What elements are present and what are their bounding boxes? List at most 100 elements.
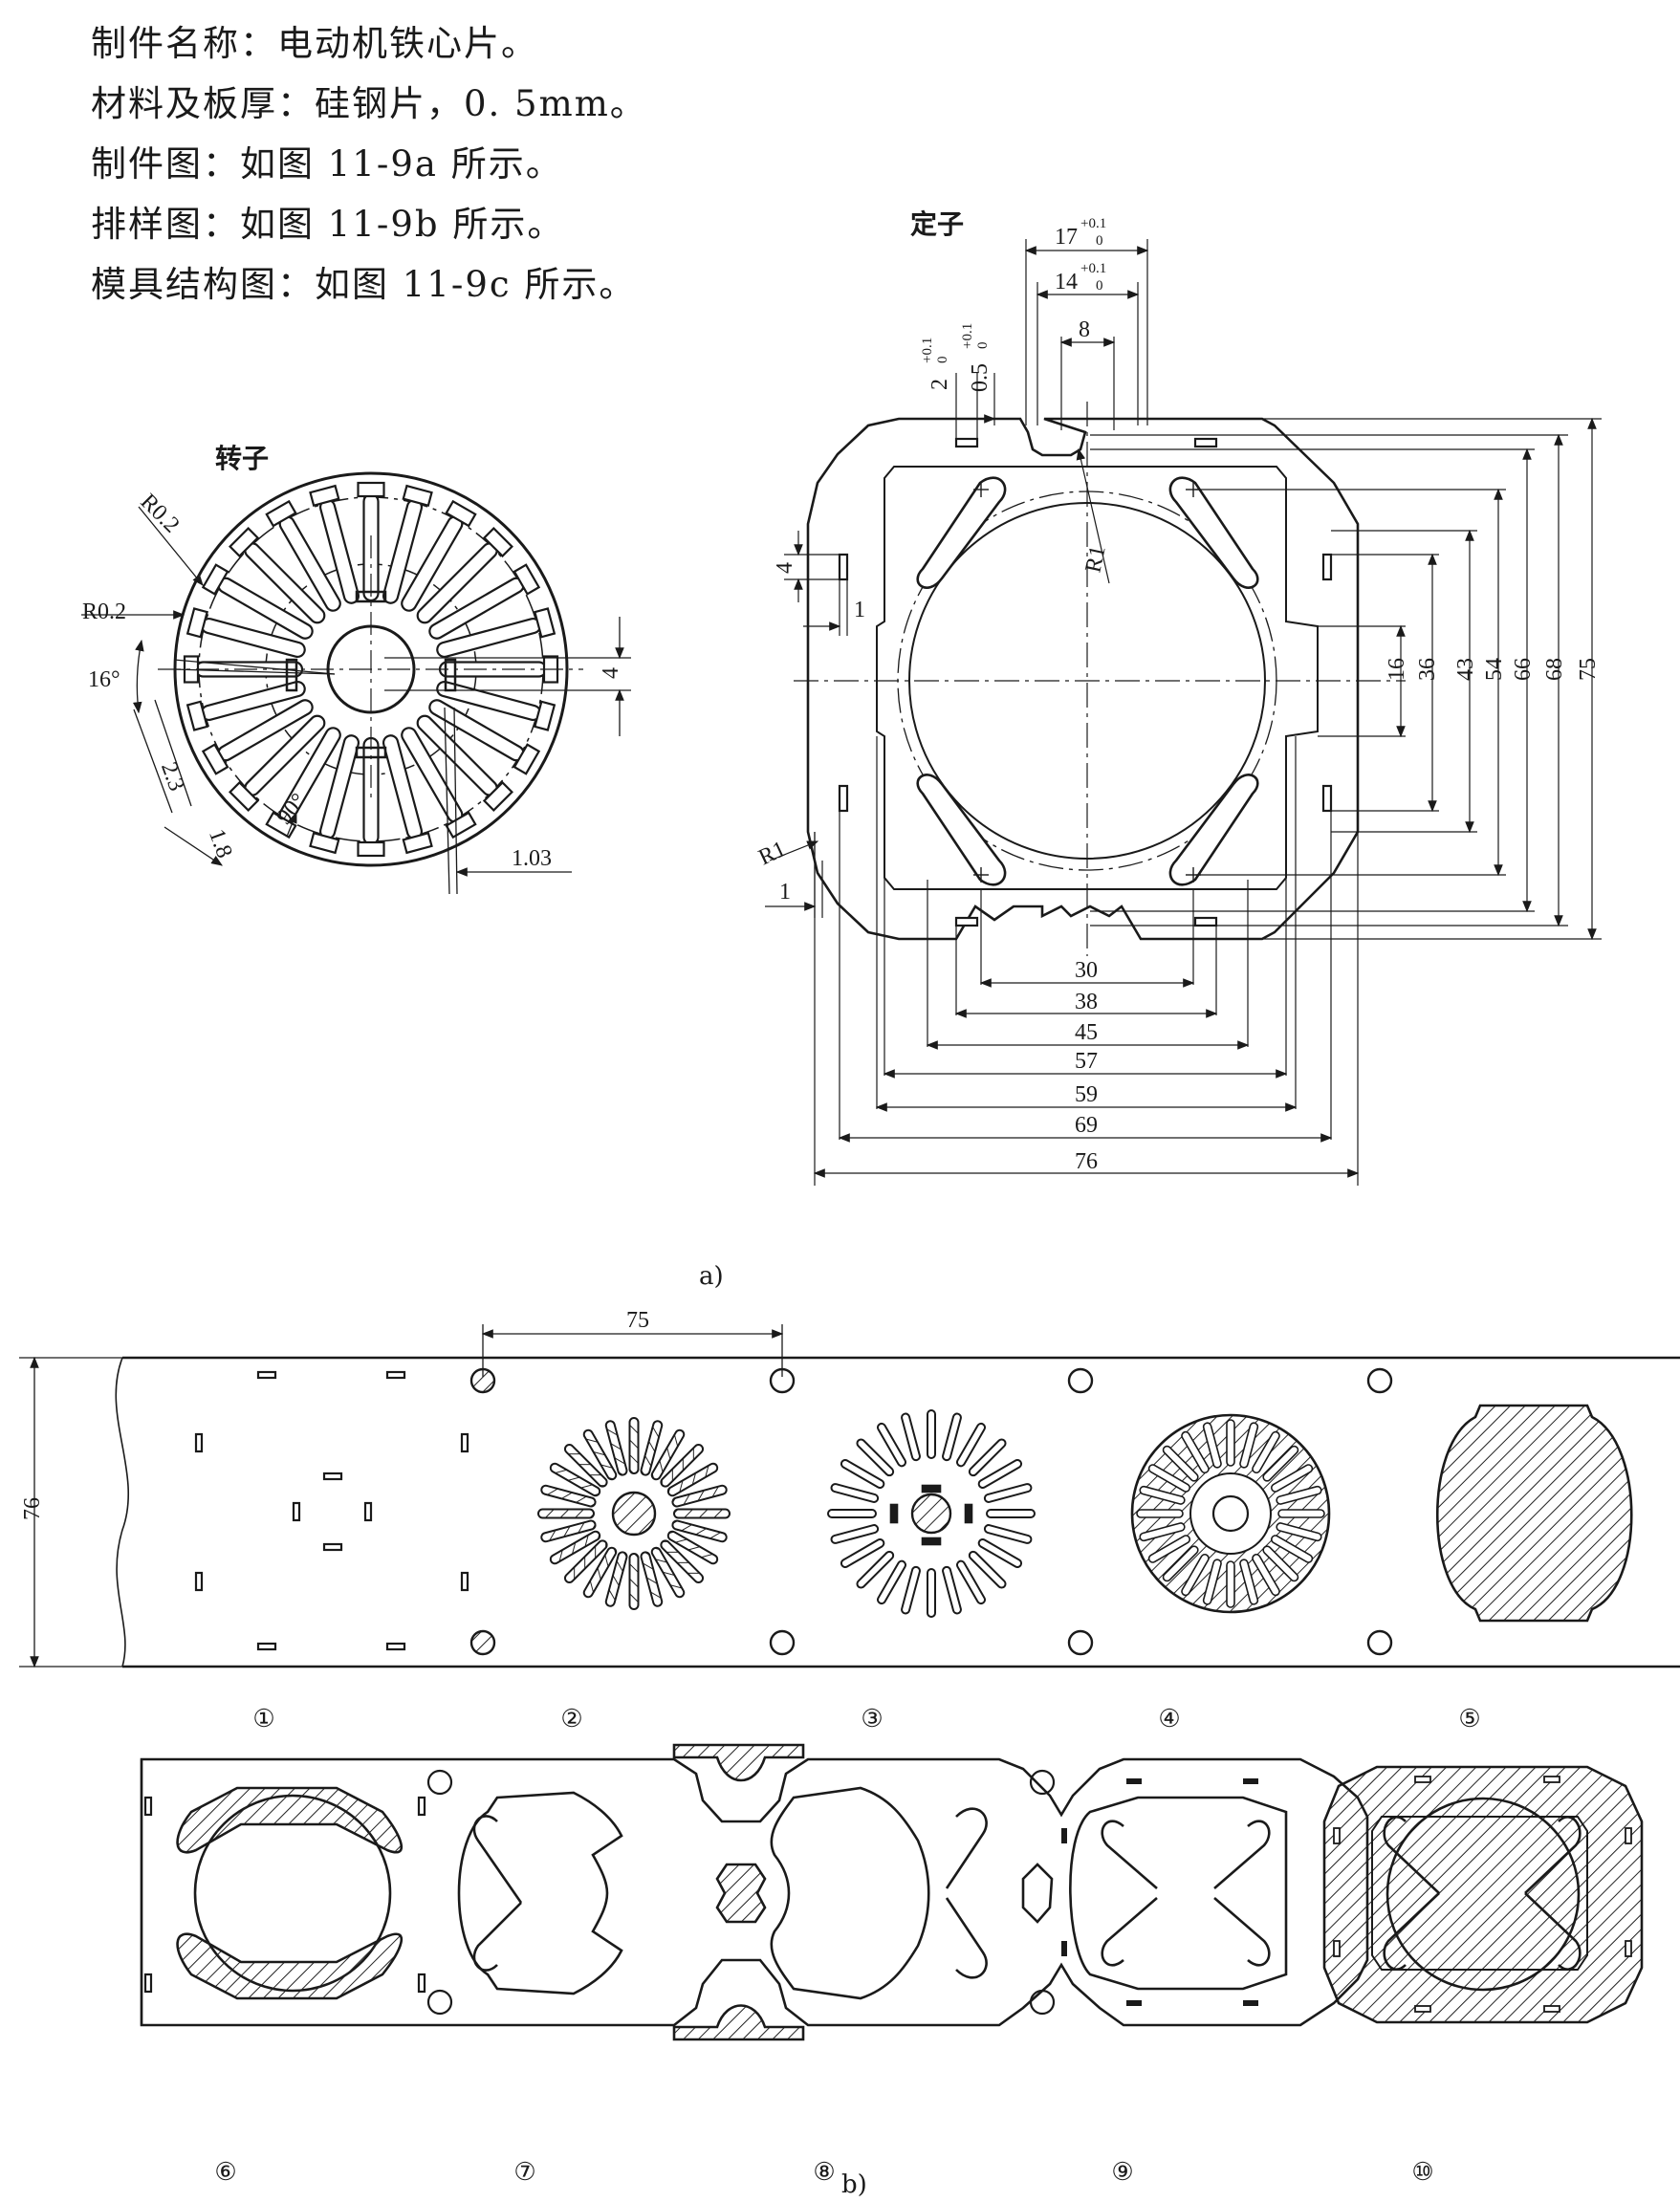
- rotor-ext-line: [444, 707, 450, 895]
- station-9-center: [1021, 1863, 1054, 1924]
- slot-tip: [482, 527, 513, 558]
- station-7: [457, 1791, 623, 1995]
- slot: [549, 1462, 601, 1497]
- rotor-90-leader: [286, 811, 297, 838]
- stator-tab: [954, 916, 979, 927]
- slot: [194, 1432, 204, 1453]
- station-10-slot: [1524, 1892, 1582, 1971]
- station-4-rotor-blanking: [1130, 1413, 1331, 1614]
- station-3-label: ③: [861, 1705, 884, 1733]
- slot-tip: [309, 484, 340, 508]
- station-7-slot: [472, 1902, 522, 1972]
- slot: [650, 1428, 686, 1481]
- stator-tab: [838, 784, 849, 813]
- stator-dim-38: 38: [1075, 990, 1098, 1014]
- station-10-label: ⑩: [1411, 2158, 1434, 2187]
- slot: [901, 1412, 921, 1462]
- slot: [563, 1539, 608, 1584]
- slot: [942, 1565, 962, 1615]
- rotor-dim-16deg: 16°: [88, 667, 120, 692]
- info-line-1: 制件名称：电动机铁心片。: [91, 23, 538, 64]
- stator-tab: [838, 553, 849, 581]
- stator-dim-17: 17: [1055, 225, 1078, 250]
- stator-dim-left-1b: 1: [779, 880, 791, 905]
- stator-inner-window: [876, 466, 1319, 890]
- slot: [1239, 1422, 1259, 1469]
- slot: [604, 1551, 628, 1607]
- slot: [1202, 1422, 1222, 1469]
- slot: [1181, 1553, 1210, 1597]
- stator-dim-68: 68: [1542, 658, 1567, 681]
- slot: [417, 1973, 426, 1994]
- slot-tip: [513, 743, 541, 775]
- stator-dim-14: 14: [1055, 270, 1078, 294]
- pilot-hole: [1366, 1629, 1393, 1656]
- stator-tab: [1193, 437, 1218, 448]
- slot: [1543, 1776, 1560, 1783]
- slot: [1277, 1509, 1325, 1518]
- slot: [563, 1443, 608, 1488]
- stator-title: 定子: [910, 208, 965, 240]
- station-9-slot: [1213, 1820, 1271, 1889]
- station-7-window: [457, 1791, 623, 1995]
- rotor-dim-23: 2.3: [156, 759, 189, 795]
- slot: [537, 1508, 595, 1519]
- slot: [660, 1539, 705, 1584]
- station-2-rotor-slots: [537, 1417, 731, 1610]
- slot-tip: [309, 831, 340, 855]
- slot: [1136, 1509, 1184, 1518]
- slot: [385, 1370, 406, 1380]
- slot: [362, 736, 380, 846]
- pilot-hole: [1067, 1629, 1094, 1656]
- slot: [955, 1422, 986, 1468]
- slot: [604, 1420, 628, 1476]
- station-3-rotor-blank: [827, 1409, 1036, 1618]
- station-2-label: ②: [560, 1705, 583, 1733]
- slot: [1625, 1827, 1632, 1844]
- slot: [1139, 1485, 1186, 1505]
- station-5-label: ⑤: [1458, 1705, 1481, 1733]
- slot-tip: [445, 499, 477, 528]
- slot-mark: [1126, 1778, 1142, 1784]
- slot: [1414, 2005, 1431, 2013]
- station-10-window: [1371, 1816, 1588, 1971]
- slot: [1139, 1522, 1186, 1542]
- slot: [540, 1484, 597, 1508]
- slot: [1181, 1430, 1210, 1474]
- slot: [322, 1472, 343, 1481]
- stator-slot-tl: [916, 476, 1007, 589]
- slot: [673, 1508, 731, 1519]
- slot: [983, 1483, 1033, 1503]
- slot: [460, 1432, 469, 1453]
- slot-mark: [1126, 2000, 1142, 2006]
- slot: [968, 1438, 1007, 1477]
- slot-mark: [1061, 1828, 1067, 1843]
- slot: [830, 1524, 880, 1544]
- slot-tip: [402, 831, 433, 855]
- slot: [1226, 1560, 1235, 1608]
- caption-a: a): [699, 1262, 724, 1291]
- station-8-label: ⑧: [813, 2158, 836, 2187]
- slot: [660, 1443, 705, 1488]
- slot-tip: [185, 700, 209, 731]
- station-9-slot: [1213, 1897, 1271, 1967]
- slot: [256, 1642, 277, 1651]
- pilot-hole: [769, 1629, 796, 1656]
- station-9-slot: [1101, 1897, 1158, 1967]
- station-7-label: ⑦: [513, 2158, 536, 2187]
- slot-tip: [201, 563, 229, 596]
- slot: [666, 1530, 719, 1565]
- part-info: 制件名称：电动机铁心片。 材料及板厚：硅钢片，0. 5mm。 制件图：如图 11…: [91, 13, 647, 315]
- slot: [1226, 1419, 1235, 1467]
- slot-tip: [229, 527, 260, 558]
- slot: [830, 1483, 880, 1503]
- slot: [840, 1459, 885, 1490]
- stator-dim-66: 66: [1511, 658, 1536, 681]
- station-5-bore-punch: [1436, 1404, 1633, 1623]
- slot: [1252, 1553, 1280, 1597]
- rotor-dim-r02: R0.2: [136, 490, 185, 538]
- slot: [582, 1428, 618, 1481]
- slot-tip: [201, 743, 229, 775]
- pilot-hole-punch: [469, 1629, 496, 1656]
